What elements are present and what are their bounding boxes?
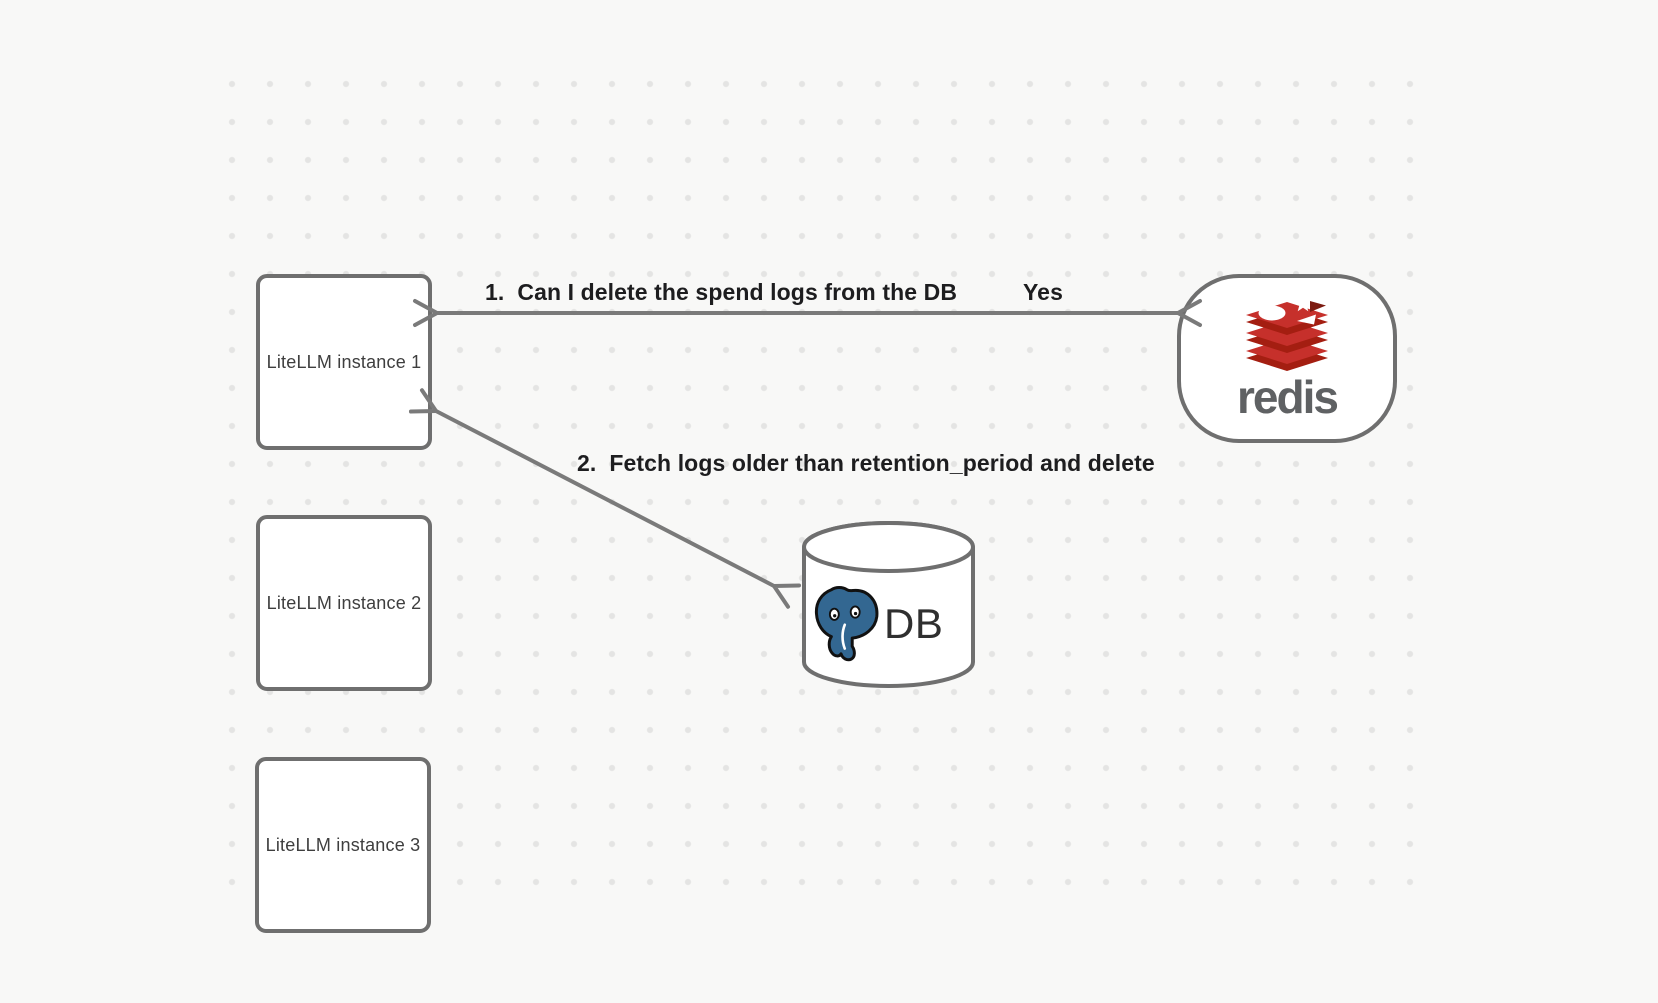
- arrow1-question-label[interactable]: 1. Can I delete the spend logs from the …: [485, 279, 958, 305]
- arrow2-action-label[interactable]: 2. Fetch logs older than retention_perio…: [577, 450, 1155, 476]
- node-redis[interactable]: redis: [1177, 274, 1397, 443]
- arrow-instance1-db[interactable]: [408, 388, 802, 609]
- node-label: LiteLLM instance 3: [265, 834, 421, 855]
- db-label: DB: [884, 600, 944, 647]
- node-litellm-instance-3[interactable]: LiteLLM instance 3: [255, 757, 431, 933]
- postgresql-elephant-icon: [814, 586, 879, 662]
- redis-logo-icon: redis: [1237, 294, 1339, 423]
- node-label: LiteLLM instance 2: [266, 592, 422, 613]
- node-litellm-instance-1[interactable]: LiteLLM instance 1: [256, 274, 432, 450]
- redis-wordmark: redis: [1237, 371, 1337, 423]
- node-postgres-db[interactable]: DB: [801, 519, 976, 690]
- arrow1-answer-label[interactable]: Yes: [1023, 279, 1063, 305]
- node-label: LiteLLM instance 1: [266, 351, 422, 372]
